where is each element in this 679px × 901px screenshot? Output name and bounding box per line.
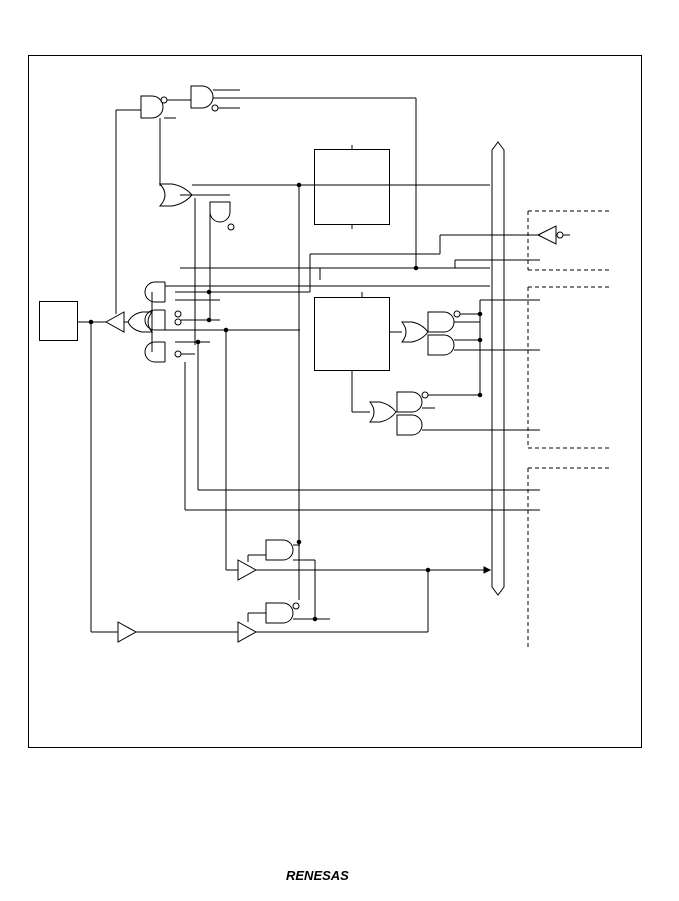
lower-buffer-1 — [237, 559, 258, 581]
logo-text: RENESAS — [286, 868, 349, 883]
decoder-gate-1 — [144, 281, 166, 303]
dashed-boundary — [527, 210, 610, 648]
decoder-gate-2 — [144, 309, 182, 331]
renesas-logo: RENESAS — [286, 868, 386, 890]
and-gate-right-4 — [396, 414, 423, 436]
lower-buffer-3 — [237, 621, 258, 643]
pin-box — [39, 301, 78, 341]
upper-register — [314, 145, 390, 229]
lower-buffer-2 — [117, 621, 138, 643]
lower-and-gate-2 — [265, 602, 300, 624]
output-buffer — [536, 225, 557, 245]
or-gate-upper — [158, 183, 193, 207]
and-gate-small — [209, 201, 235, 231]
decoder-gate-3 — [144, 341, 182, 363]
and-gate-right-2 — [427, 334, 455, 356]
input-buffer — [104, 311, 125, 333]
internal-data-bus — [491, 141, 505, 596]
bus-arrow-head — [483, 566, 492, 574]
or-gate-left — [127, 311, 154, 333]
lower-and-gate-1 — [265, 539, 294, 561]
and-gate-right-3 — [396, 391, 429, 413]
diagram-frame — [28, 55, 642, 748]
top-and-gate-1 — [140, 95, 168, 119]
or-gate-right-2 — [368, 401, 397, 423]
lower-register — [314, 292, 390, 371]
or-gate-right-1 — [400, 321, 429, 343]
